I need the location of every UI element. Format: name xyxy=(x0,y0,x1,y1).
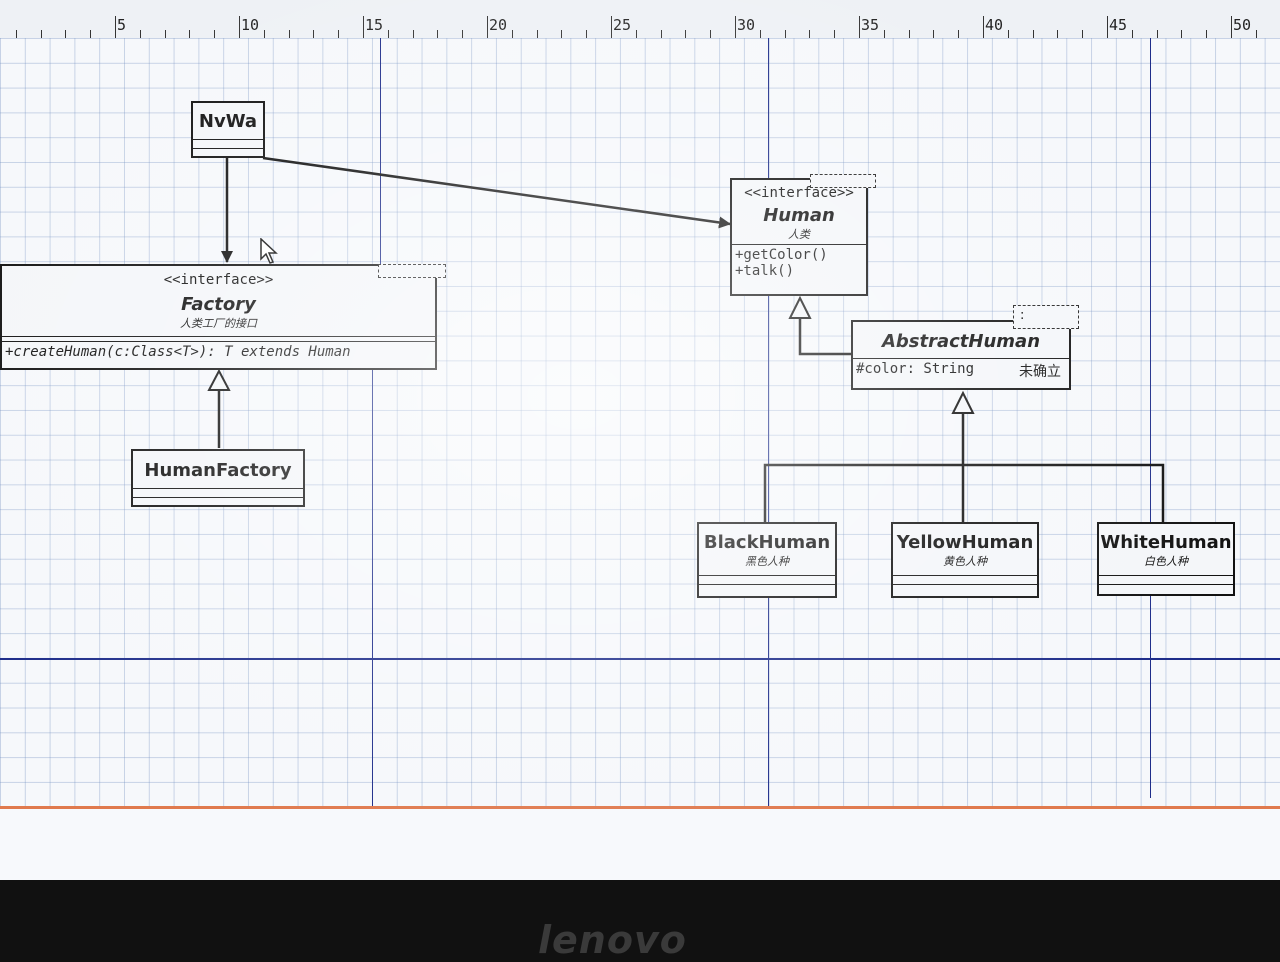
interface-factory[interactable]: <<interface>> Factory 人类工厂的接口 +createHum… xyxy=(0,264,437,370)
bezel-brand-logo: lenovo xyxy=(538,918,687,962)
attributes-compartment xyxy=(893,575,1037,584)
template-parameter: : xyxy=(1020,308,1025,323)
attribute-note: 未确立 xyxy=(1019,364,1061,380)
template-parameter-box xyxy=(378,264,446,278)
class-abstracthuman[interactable]: AbstractHuman #color: String 未确立 xyxy=(851,320,1071,390)
attributes-compartment xyxy=(133,488,303,497)
class-name: NvWa xyxy=(198,111,258,132)
realization-line-abstracthuman xyxy=(798,318,851,356)
methods-compartment xyxy=(193,148,263,157)
class-description: 黄色人种 xyxy=(943,555,987,568)
attributes-compartment xyxy=(699,575,835,584)
class-nvwa[interactable]: NvWa xyxy=(191,101,265,158)
methods-compartment xyxy=(699,584,835,593)
template-parameter-box xyxy=(810,174,876,188)
dependency-arrow-nvwa-human xyxy=(262,156,731,229)
attribute-color: #color: String xyxy=(856,361,975,377)
class-yellowhuman[interactable]: YellowHuman 黄色人种 xyxy=(891,522,1039,598)
class-whitehuman[interactable]: WhiteHuman 白色人种 xyxy=(1097,522,1235,596)
template-parameter-box: : xyxy=(1013,305,1079,329)
class-description: 人类 xyxy=(788,228,810,241)
attributes-compartment xyxy=(1099,575,1233,584)
method-talk: +talk() xyxy=(735,263,795,279)
interface-human[interactable]: <<interface>> Human 人类 +getColor() +talk… xyxy=(730,178,868,296)
methods-compartment xyxy=(1099,584,1233,593)
attribute-color-row: #color: String 未确立 xyxy=(853,358,1069,381)
method-getcolor: +getColor() xyxy=(732,244,866,263)
class-description: 人类工厂的接口 xyxy=(180,317,257,330)
methods-compartment xyxy=(133,497,303,506)
inheritance-arrowhead-abstracthuman xyxy=(951,390,975,414)
realization-arrowhead-factory xyxy=(207,368,231,391)
class-blackhuman[interactable]: BlackHuman 黑色人种 xyxy=(697,522,837,598)
class-name: Human xyxy=(763,205,835,226)
class-name: YellowHuman xyxy=(896,532,1034,553)
class-name: Factory xyxy=(181,294,256,315)
methods-compartment xyxy=(893,584,1037,593)
class-name: WhiteHuman xyxy=(1100,532,1232,553)
class-humanfactory[interactable]: HumanFactory xyxy=(131,449,305,507)
class-name: HumanFactory xyxy=(144,460,292,481)
class-description: 白色人种 xyxy=(1144,555,1188,568)
class-name: BlackHuman xyxy=(703,532,831,553)
class-description: 黑色人种 xyxy=(745,555,789,568)
mouse-cursor-icon xyxy=(260,238,278,264)
realization-arrowhead-human xyxy=(788,295,812,319)
method-createhuman: +createHuman(c:Class<T>): T extends Huma… xyxy=(2,341,435,360)
attributes-compartment xyxy=(193,139,263,148)
stereotype-label: <<interface>> xyxy=(163,272,274,288)
